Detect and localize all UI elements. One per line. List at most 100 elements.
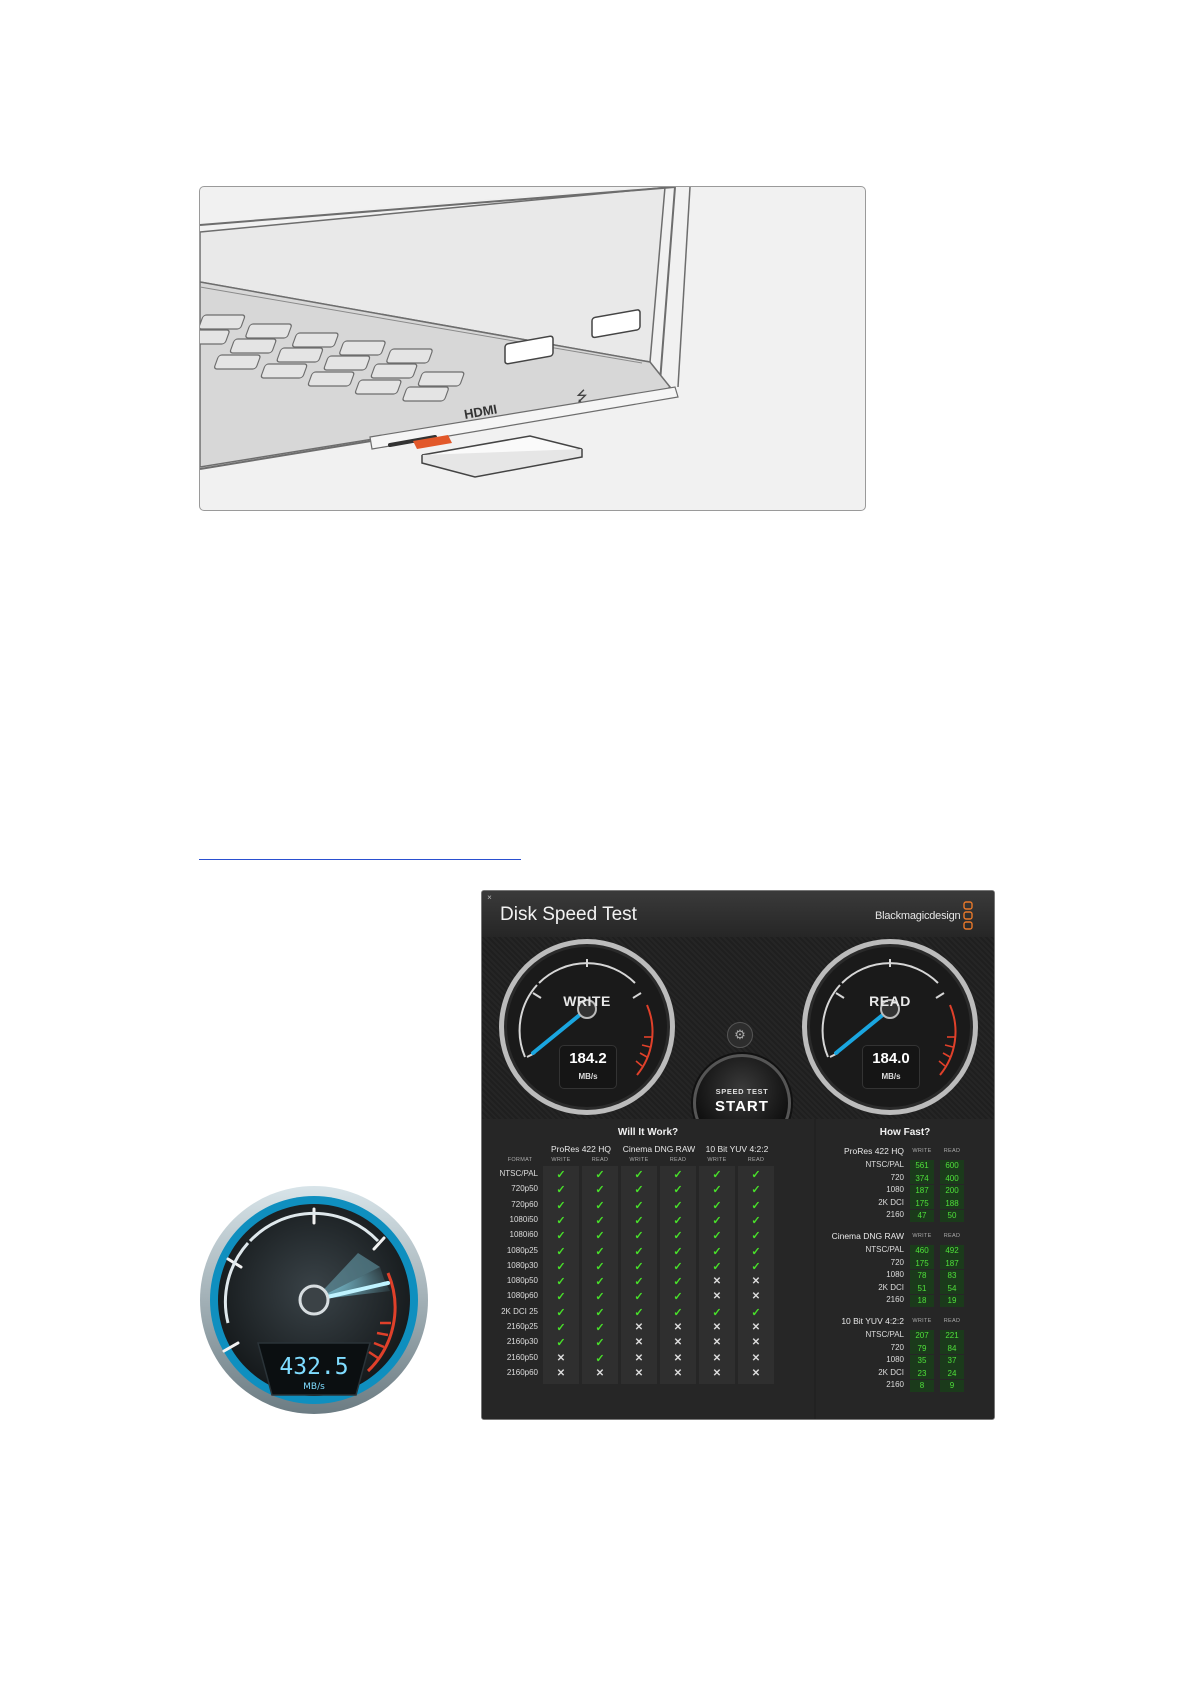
how-row-format: NTSC/PAL bbox=[865, 1160, 904, 1169]
close-icon[interactable]: × bbox=[487, 893, 492, 902]
how-group-title: ProRes 422 HQ bbox=[844, 1146, 904, 1156]
check-icon: ✓ bbox=[595, 1260, 605, 1273]
cross-icon: ✕ bbox=[634, 1352, 644, 1364]
how-write-value: 460 bbox=[915, 1246, 929, 1255]
check-icon: ✓ bbox=[595, 1199, 605, 1212]
how-row-format: 2K DCI bbox=[878, 1367, 904, 1377]
check-icon: ✓ bbox=[556, 1245, 566, 1258]
check-icon: ✓ bbox=[673, 1169, 683, 1181]
how-row-format: 720 bbox=[890, 1342, 904, 1352]
value-cell-background bbox=[910, 1367, 934, 1380]
value-cell-background bbox=[940, 1159, 964, 1172]
value-cell-background bbox=[940, 1172, 964, 1185]
value-cell-background bbox=[940, 1329, 964, 1342]
check-icon: ✓ bbox=[634, 1199, 644, 1212]
how-row-format: 720 bbox=[890, 1257, 904, 1267]
how-fast-table: How Fast? ProRes 422 HQ WRITE READ NTSC/PAL… bbox=[816, 1119, 994, 1419]
how-col-header: WRITE bbox=[912, 1318, 932, 1324]
how-col-header: WRITE bbox=[912, 1233, 932, 1239]
column-background bbox=[699, 1166, 735, 1385]
window-titlebar: × Disk Speed Test Blackmagicdesign bbox=[482, 891, 994, 937]
check-icon: ✓ bbox=[712, 1230, 722, 1243]
how-read-value: 54 bbox=[947, 1283, 957, 1293]
check-icon: ✓ bbox=[673, 1245, 683, 1258]
check-icon: ✓ bbox=[751, 1260, 761, 1273]
will-group-title: ProRes 422 HQ bbox=[551, 1144, 611, 1154]
disk-speed-test-window: × Disk Speed Test Blackmagicdesign bbox=[481, 890, 995, 1420]
check-icon: ✓ bbox=[634, 1230, 644, 1243]
value-cell-background bbox=[940, 1269, 964, 1282]
will-row-format: 1080p30 bbox=[506, 1260, 538, 1270]
will-row-format: 2160p30 bbox=[506, 1337, 538, 1347]
value-cell-background bbox=[910, 1244, 934, 1257]
how-row-format: 720 bbox=[890, 1172, 904, 1182]
will-row-format: 1080p50 bbox=[506, 1276, 538, 1286]
how-row-format: 2160 bbox=[886, 1295, 904, 1305]
check-icon: ✓ bbox=[673, 1291, 683, 1304]
will-row-format: 720p50 bbox=[511, 1184, 538, 1194]
check-icon: ✓ bbox=[556, 1199, 566, 1212]
check-icon: ✓ bbox=[712, 1169, 722, 1181]
check-icon: ✓ bbox=[712, 1184, 722, 1197]
how-fast-title: How Fast? bbox=[879, 1127, 931, 1138]
check-icon: ✓ bbox=[712, 1306, 722, 1319]
settings-gear-icon[interactable]: ⚙ bbox=[727, 1022, 753, 1048]
will-row-format: 2160p60 bbox=[506, 1367, 538, 1377]
check-icon: ✓ bbox=[634, 1214, 644, 1227]
will-col-header: READ bbox=[591, 1157, 609, 1163]
check-icon: ✓ bbox=[712, 1245, 722, 1258]
cross-icon: ✕ bbox=[634, 1367, 644, 1379]
cross-icon: ✕ bbox=[673, 1367, 683, 1379]
how-write-value: 207 bbox=[915, 1331, 929, 1340]
column-background bbox=[582, 1166, 618, 1385]
check-icon: ✓ bbox=[751, 1306, 761, 1319]
check-icon: ✓ bbox=[595, 1245, 605, 1258]
how-write-value: 175 bbox=[915, 1198, 929, 1208]
cross-icon: ✕ bbox=[556, 1367, 566, 1379]
will-row-format: 1080i50 bbox=[509, 1214, 538, 1224]
check-icon: ✓ bbox=[595, 1184, 605, 1197]
will-group-title: 10 Bit YUV 4:2:2 bbox=[705, 1144, 769, 1154]
cross-icon: ✕ bbox=[712, 1337, 722, 1349]
cross-icon: ✕ bbox=[673, 1352, 683, 1364]
write-readout: 184.2 MB/s bbox=[559, 1045, 617, 1089]
check-icon: ✓ bbox=[751, 1230, 761, 1243]
how-row-format: 1080 bbox=[886, 1355, 904, 1365]
cross-icon: ✕ bbox=[673, 1337, 683, 1349]
check-icon: ✓ bbox=[556, 1230, 566, 1243]
how-row-format: 2K DCI bbox=[878, 1197, 904, 1207]
check-icon: ✓ bbox=[712, 1214, 722, 1227]
check-icon: ✓ bbox=[556, 1306, 566, 1319]
will-row-format: NTSC/PAL bbox=[499, 1169, 538, 1178]
value-cell-background bbox=[910, 1159, 934, 1172]
how-read-value: 400 bbox=[945, 1173, 959, 1183]
how-read-value: 600 bbox=[945, 1161, 959, 1170]
gauge-unit: MB/s bbox=[303, 1382, 325, 1392]
how-read-value: 188 bbox=[945, 1198, 959, 1208]
will-row-format: 1080p25 bbox=[506, 1245, 538, 1255]
how-read-value: 200 bbox=[945, 1186, 959, 1196]
how-read-value: 37 bbox=[947, 1356, 957, 1366]
svg-text:⭍: ⭍ bbox=[576, 389, 588, 405]
will-row-format: 1080p60 bbox=[506, 1291, 538, 1301]
how-row-format: 2160 bbox=[886, 1380, 904, 1390]
cross-icon: ✕ bbox=[712, 1322, 722, 1333]
how-write-value: 35 bbox=[917, 1356, 927, 1366]
app-title: Disk Speed Test bbox=[500, 904, 637, 925]
how-read-value: 50 bbox=[947, 1211, 957, 1221]
hyperlink-underline[interactable] bbox=[199, 859, 521, 860]
how-write-value: 175 bbox=[915, 1258, 929, 1268]
check-icon: ✓ bbox=[556, 1276, 566, 1289]
cross-icon: ✕ bbox=[634, 1337, 644, 1349]
check-icon: ✓ bbox=[673, 1214, 683, 1227]
value-cell-background bbox=[910, 1329, 934, 1342]
cross-icon: ✕ bbox=[556, 1352, 566, 1364]
value-cell-background bbox=[910, 1209, 934, 1222]
will-row-format: 2160p25 bbox=[506, 1322, 538, 1331]
read-label: READ bbox=[869, 993, 911, 1009]
how-col-header: READ bbox=[943, 1233, 961, 1239]
value-cell-background bbox=[940, 1379, 964, 1392]
check-icon: ✓ bbox=[556, 1184, 566, 1197]
format-header: FORMAT bbox=[507, 1157, 533, 1163]
cross-icon: ✕ bbox=[595, 1367, 605, 1379]
